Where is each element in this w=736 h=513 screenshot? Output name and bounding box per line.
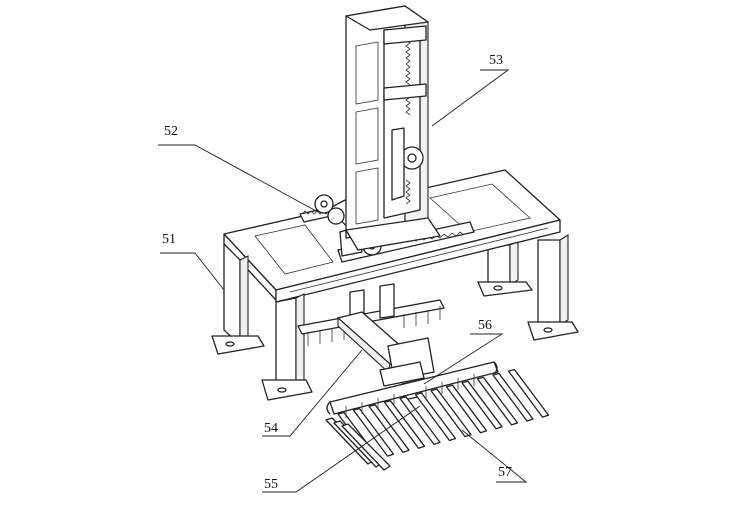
callout-52: 52 bbox=[164, 124, 178, 139]
fork-tine bbox=[507, 368, 550, 418]
fork-tine bbox=[341, 423, 391, 471]
fork-tine bbox=[492, 372, 534, 422]
fork-tine bbox=[352, 407, 395, 457]
arm-54 bbox=[337, 311, 435, 401]
fork-tine bbox=[399, 396, 441, 446]
callout-57: 57 bbox=[498, 465, 512, 480]
fork-tine bbox=[414, 392, 457, 442]
fork-tine bbox=[430, 388, 472, 438]
leader-lines bbox=[158, 69, 528, 493]
fork-tine bbox=[383, 400, 426, 449]
column-53 bbox=[345, 4, 441, 251]
tine-assembly bbox=[325, 361, 550, 471]
fork-tine bbox=[368, 404, 410, 453]
fork-tine bbox=[445, 384, 488, 434]
callout-54: 54 bbox=[264, 421, 278, 436]
callout-56: 56 bbox=[478, 318, 492, 333]
callout-53: 53 bbox=[489, 53, 503, 68]
callout-51: 51 bbox=[162, 232, 176, 247]
frame-back-legs bbox=[477, 234, 579, 341]
callout-55: 55 bbox=[264, 477, 278, 492]
fork-tine bbox=[476, 376, 519, 426]
fork-tine bbox=[461, 380, 503, 430]
